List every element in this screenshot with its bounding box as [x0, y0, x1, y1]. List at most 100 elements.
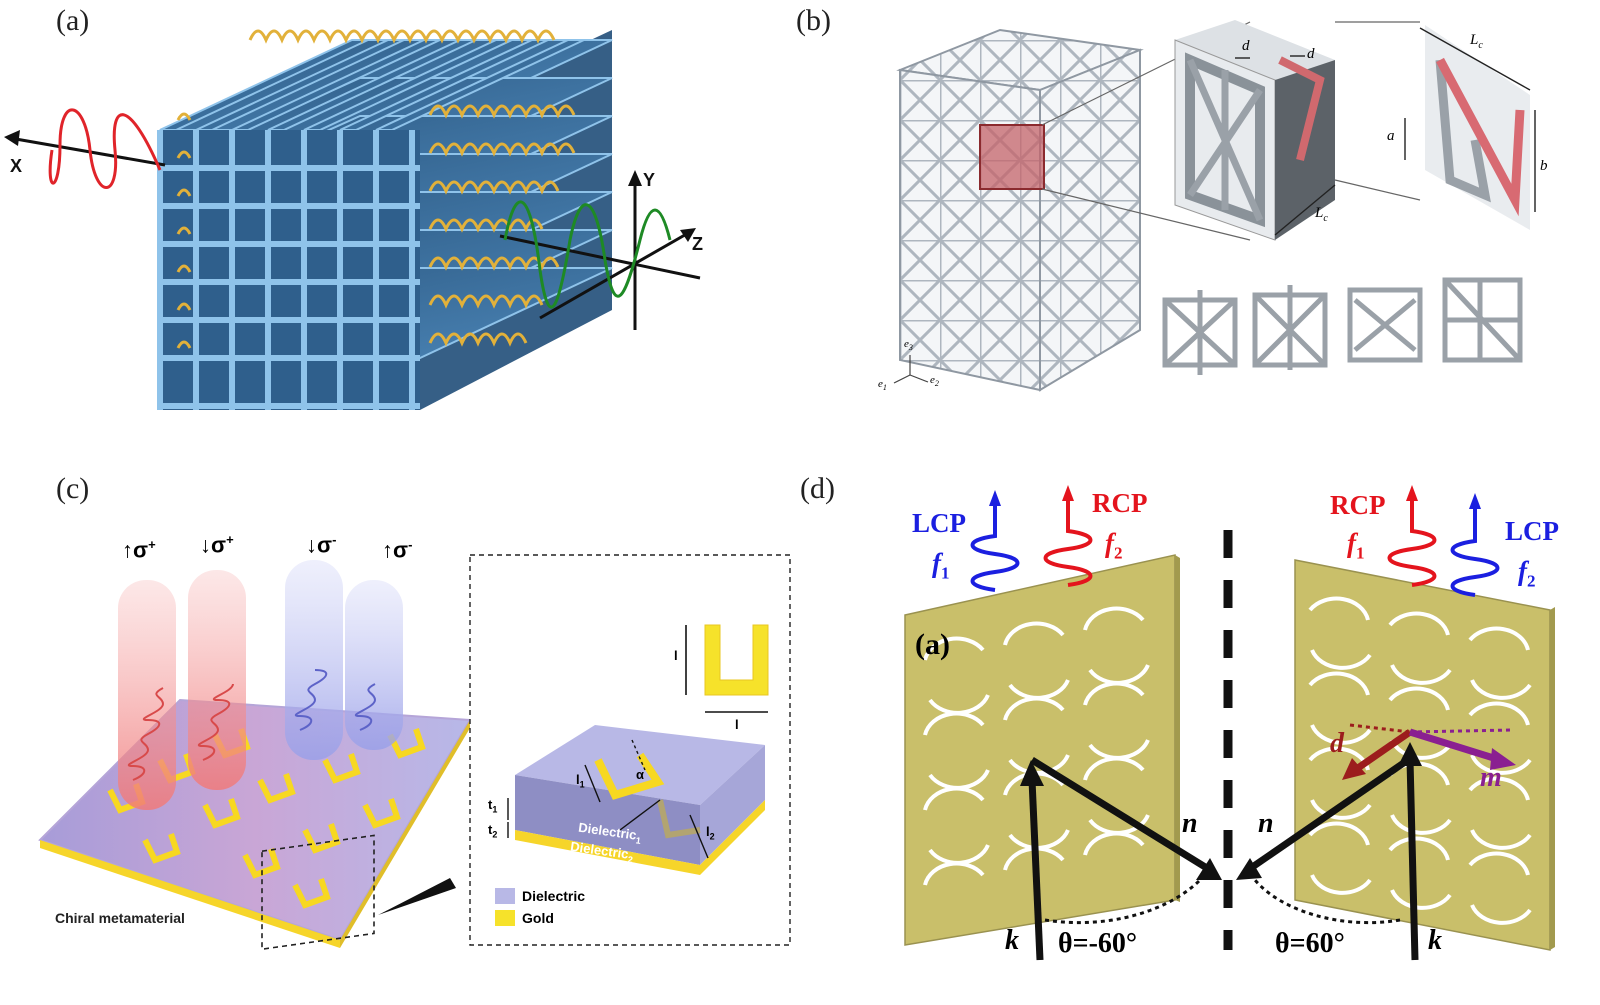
variant-cells [1162, 277, 1523, 375]
inset-top-dielectric [515, 725, 765, 805]
z-axis-label: Z [692, 234, 703, 254]
beam-2 [188, 570, 246, 790]
panel-b-graphic [893, 20, 1536, 392]
d-label: d [1330, 728, 1344, 759]
right-k-arrow [1406, 759, 1419, 961]
zoom-selector [261, 834, 375, 951]
y-axis-arrowhead [628, 170, 642, 186]
basis-e3: e3 [904, 338, 913, 353]
inset-l2: l2 [706, 824, 715, 842]
left-plate-edge [1175, 555, 1180, 902]
basis-e2: e2 [930, 374, 939, 389]
right-f2-label: f2 [1518, 556, 1536, 591]
slab-gold-edge-right [340, 720, 470, 948]
lattice-front [899, 68, 1041, 392]
m-dotted-line [1409, 728, 1513, 734]
highlighted-unit-cell [979, 124, 1045, 190]
legend-gold-label: Gold [522, 910, 554, 926]
x-axis [9, 136, 166, 167]
right-k-label: k [1428, 925, 1442, 956]
inset-dielectric-front [515, 775, 700, 865]
left-lcp-arrowhead [989, 490, 1001, 506]
beam-1 [118, 580, 176, 810]
panel-b: (b) [780, 0, 1600, 430]
left-rcp-arrowhead [1062, 485, 1074, 501]
right-rcp-wave [1387, 500, 1437, 587]
right-n-arrowhead [1236, 858, 1262, 880]
legend-dielectric-swatch [495, 888, 515, 904]
inset-l1: l1 [576, 772, 585, 790]
left-k-label: k [1005, 925, 1019, 956]
left-n-arrowhead [1196, 858, 1222, 880]
m-label: m [1480, 762, 1502, 793]
vertical-plates-top [159, 39, 585, 131]
right-f1-label: f1 [1347, 528, 1365, 563]
panel-d-label: (d) [800, 472, 835, 505]
y-axis-label: Y [643, 170, 656, 190]
panel-c-graphic [38, 554, 791, 951]
beam-3 [285, 560, 343, 760]
right-plate-edge [1550, 607, 1555, 950]
strut-detail [1425, 25, 1530, 230]
left-lcp-wave [970, 505, 1020, 592]
dim-b: b [1540, 158, 1548, 174]
right-lcp-arrowhead [1469, 493, 1481, 509]
panel-c: (c) [0, 460, 810, 1005]
panel-c-label: (c) [56, 472, 90, 505]
zoom-line-bottom [1041, 188, 1251, 241]
arc-slots-right [1308, 596, 1532, 925]
zoomed-unit-cell [1174, 20, 1335, 241]
right-rcp-label: RCP [1330, 490, 1386, 520]
left-rcp-label: RCP [1092, 488, 1148, 518]
inset-l-height: l [674, 648, 678, 663]
beam-label-2: ↓σ+ [200, 532, 234, 558]
inset-l-width: l [735, 717, 739, 732]
u-symbol [704, 624, 769, 696]
x-axis-label: X [10, 156, 23, 176]
beam-helices [128, 669, 377, 781]
dim-d-left: d [1242, 38, 1250, 54]
dim-d-right: d [1307, 46, 1315, 62]
panel-a-graphic [4, 29, 701, 410]
inset-dimension-arrows [507, 739, 709, 859]
beam-4 [345, 580, 403, 750]
dim-lc-top: Lc [1470, 32, 1483, 51]
inner-a-label: (a) [915, 628, 950, 661]
legend-dielectric-label: Dielectric [522, 888, 586, 904]
panel-a-label: (a) [56, 4, 90, 37]
beam-label-1: ↑σ+ [122, 537, 156, 563]
beam-label-3: ↓σ- [306, 532, 337, 558]
inset-dielectric-side [700, 745, 765, 865]
horizontal-axis-line [499, 234, 701, 280]
right-theta-label: θ=60° [1275, 928, 1345, 959]
basis-e1: e1 [878, 378, 887, 393]
zoom-arrow [378, 878, 456, 915]
m-arrow [1408, 728, 1502, 764]
inset-u-top [594, 752, 665, 800]
chiral-caption: Chiral metamaterial [55, 910, 185, 926]
left-f2-label: f2 [1105, 528, 1123, 563]
panel-b-label: (b) [796, 4, 831, 37]
left-rcp-wave [1043, 500, 1093, 587]
right-lcp-label: LCP [1505, 516, 1559, 546]
d-arrowhead [1342, 758, 1366, 780]
panel-d: (d) [800, 460, 1600, 1005]
lattice-side [1039, 48, 1141, 392]
arc-slots-left [923, 606, 1150, 886]
red-wave [48, 108, 162, 189]
front-grid [157, 130, 420, 410]
left-n-label: n [1182, 808, 1198, 839]
left-n-arrow [1030, 757, 1212, 873]
dim-lc-bottom: Lc [1315, 205, 1328, 224]
d-arrow [1353, 729, 1412, 773]
slab-gold-edge [40, 840, 340, 948]
inset-t2: t2 [488, 822, 498, 840]
panel-d-graphic [904, 485, 1555, 961]
inset-gold-bottom [515, 800, 765, 875]
dimension-lines [1235, 27, 1536, 236]
legend-gold-swatch [495, 910, 515, 926]
right-lcp-wave [1450, 508, 1500, 597]
inset-alpha: α [636, 767, 644, 782]
basis-vectors [893, 355, 929, 384]
left-lcp-label: LCP [912, 508, 966, 538]
